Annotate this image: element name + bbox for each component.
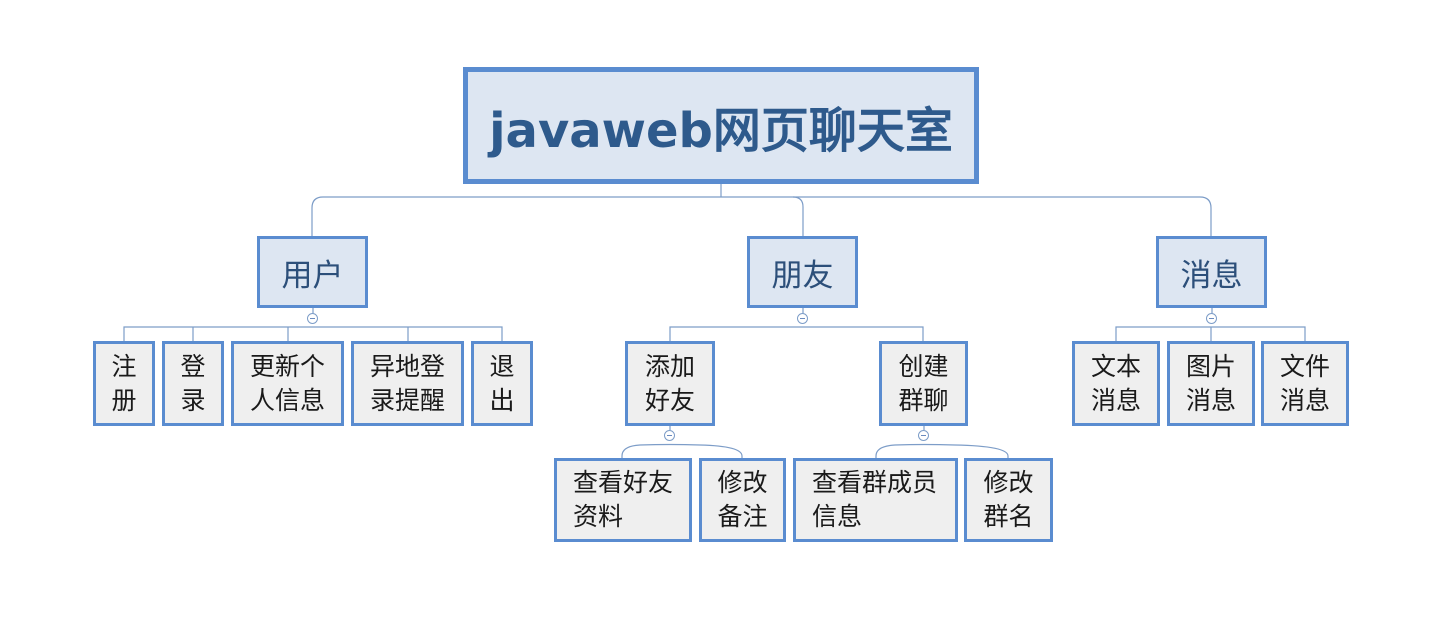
leaf-line: 人信息 <box>249 385 325 415</box>
leaf-line: 出 <box>489 385 515 415</box>
leaf-line: 修改 <box>983 468 1034 497</box>
leaf-line: 资料 <box>573 502 624 531</box>
leaf-line: 消息 <box>1090 385 1141 415</box>
leaf-node-edit-remark[interactable]: 修改备注 <box>699 458 786 542</box>
branch-node-user[interactable]: 用户 <box>257 236 368 308</box>
leaf-node-create-group[interactable]: 创建群聊 <box>879 341 968 426</box>
leaf-node-logout[interactable]: 退出 <box>471 341 533 426</box>
leaf-node-file-message[interactable]: 文件消息 <box>1261 341 1349 426</box>
leaf-line: 添加 <box>644 351 695 381</box>
leaf-line: 注 <box>111 351 137 381</box>
collapse-toggle-icon[interactable] <box>664 430 675 441</box>
leaf-node-update-profile[interactable]: 更新个人信息 <box>231 341 344 426</box>
leaf-line: 创建 <box>898 351 949 381</box>
leaf-line: 群聊 <box>898 385 949 415</box>
leaf-line: 异地登 <box>369 351 445 381</box>
leaf-line: 信息 <box>812 502 863 531</box>
leaf-node-login[interactable]: 登录 <box>162 341 224 426</box>
collapse-toggle-icon[interactable] <box>307 313 318 324</box>
leaf-node-view-friend-profile[interactable]: 查看好友资料 <box>554 458 692 542</box>
collapse-toggle-icon[interactable] <box>1206 313 1217 324</box>
leaf-node-remote-login-alert[interactable]: 异地登录提醒 <box>351 341 464 426</box>
leaf-line: 好友 <box>644 385 695 415</box>
leaf-line: 图片 <box>1185 351 1236 381</box>
leaf-line: 查看好友 <box>573 468 674 497</box>
leaf-node-view-group-members[interactable]: 查看群成员信息 <box>793 458 958 542</box>
branch-node-message[interactable]: 消息 <box>1156 236 1267 308</box>
leaf-line: 退 <box>489 351 515 381</box>
leaf-line: 册 <box>111 385 137 415</box>
leaf-line: 录提醒 <box>369 385 445 415</box>
root-title: javaweb网页聊天室 <box>489 102 953 159</box>
root-node[interactable]: javaweb网页聊天室 <box>463 67 979 184</box>
leaf-line: 群名 <box>983 502 1034 531</box>
leaf-line: 更新个 <box>249 351 325 381</box>
branch-label: 朋友 <box>771 257 834 294</box>
branch-label: 用户 <box>281 257 344 294</box>
leaf-line: 备注 <box>717 502 768 531</box>
leaf-line: 消息 <box>1185 385 1236 415</box>
leaf-node-text-message[interactable]: 文本消息 <box>1072 341 1160 426</box>
leaf-line: 文件 <box>1279 351 1330 381</box>
leaf-line: 登 <box>180 351 206 381</box>
leaf-node-add-friend[interactable]: 添加好友 <box>625 341 715 426</box>
leaf-node-image-message[interactable]: 图片消息 <box>1167 341 1255 426</box>
leaf-node-register[interactable]: 注册 <box>93 341 155 426</box>
leaf-line: 修改 <box>717 468 768 497</box>
leaf-node-rename-group[interactable]: 修改群名 <box>964 458 1053 542</box>
leaf-line: 查看群成员 <box>812 468 938 497</box>
branch-node-friend[interactable]: 朋友 <box>747 236 858 308</box>
collapse-toggle-icon[interactable] <box>797 313 808 324</box>
leaf-line: 消息 <box>1279 385 1330 415</box>
collapse-toggle-icon[interactable] <box>918 430 929 441</box>
leaf-line: 文本 <box>1090 351 1141 381</box>
leaf-line: 录 <box>180 385 206 415</box>
branch-label: 消息 <box>1180 257 1243 294</box>
